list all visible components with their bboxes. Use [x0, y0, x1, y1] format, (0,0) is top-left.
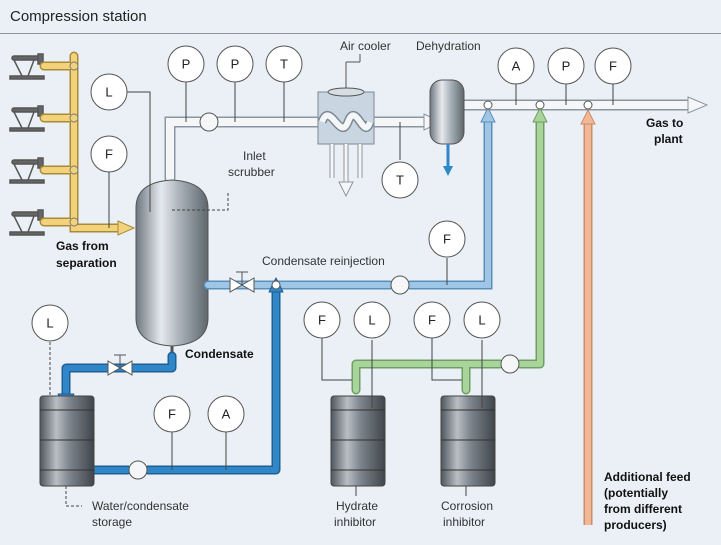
air-cooler — [317, 54, 375, 198]
flow-indicator-corrosion: F — [413, 301, 451, 339]
water-storage-drum — [39, 395, 95, 487]
water-pump-icon — [128, 460, 148, 480]
svg-text:A: A — [222, 407, 231, 422]
flow-indicator-outlet: F — [594, 47, 632, 85]
reinjection-valve-icon — [229, 271, 255, 293]
storage-drums — [39, 395, 496, 487]
svg-text:A: A — [512, 59, 521, 74]
pumpjack-icons — [9, 53, 45, 236]
corrosion-inhibitor-label-2: inhibitor — [443, 515, 485, 529]
flow-indicator-reinjection: F — [428, 220, 466, 258]
pressure-indicator-1: P — [167, 45, 205, 83]
air-cooler-label: Air cooler — [340, 39, 391, 53]
pumpjack-icon — [9, 209, 45, 236]
pressure-indicator-outlet: P — [547, 47, 585, 85]
svg-text:P: P — [562, 59, 571, 74]
pump-icons — [128, 112, 520, 480]
level-indicator-corrosion: L — [463, 301, 501, 339]
svg-text:F: F — [428, 313, 436, 328]
gas-from-separation-label-2: separation — [56, 256, 117, 270]
inhibitor-pump-icon — [500, 354, 520, 374]
title-divider — [0, 33, 721, 34]
additional-feed-label-2: (potentially — [604, 486, 668, 500]
pumpjack-icon — [9, 105, 45, 132]
flow-indicator-inlet: F — [90, 135, 128, 173]
inlet-scrubber-label-1: Inlet — [243, 149, 266, 163]
svg-text:F: F — [443, 232, 451, 247]
valve-icons — [107, 271, 255, 376]
svg-text:F: F — [318, 313, 326, 328]
svg-text:P: P — [182, 57, 191, 72]
svg-text:L: L — [478, 313, 485, 328]
reinjection-pump-icon — [390, 275, 410, 295]
svg-text:F: F — [105, 147, 113, 162]
instrument-balloons: L F P P T T A P F F L F A F L F L — [31, 45, 632, 433]
dehydration-vessel — [429, 79, 465, 176]
condensate-reinjection-label: Condensate reinjection — [262, 254, 385, 268]
level-indicator-storage: L — [31, 304, 69, 342]
flow-indicator-storage: F — [153, 395, 191, 433]
temperature-indicator-cooler: T — [381, 161, 419, 199]
analyzer-outlet: A — [497, 47, 535, 85]
separation-gas-pipes — [39, 51, 136, 236]
svg-text:T: T — [396, 173, 404, 188]
svg-text:F: F — [609, 59, 617, 74]
diagram-labels: Air cooler Dehydration Gas to plant Inle… — [56, 39, 691, 532]
pressure-indicator-2: P — [216, 45, 254, 83]
analyzer-storage: A — [207, 395, 245, 433]
condensate-label: Condensate — [185, 347, 254, 361]
svg-text:L: L — [46, 316, 53, 331]
flow-indicator-hydrate: F — [303, 301, 341, 339]
gas-from-separation-label-1: Gas from — [56, 239, 109, 253]
pumpjack-icon — [9, 53, 45, 80]
gas-to-plant-label-1: Gas to — [646, 116, 683, 130]
storage-label-2: storage — [92, 515, 132, 529]
gas-compressor-icon — [199, 112, 219, 132]
additional-feed-label-3: from different — [604, 502, 682, 516]
level-indicator-scrubber: L — [90, 73, 128, 111]
drain-valve-icon — [107, 354, 133, 376]
temperature-indicator-inlet: T — [265, 45, 303, 83]
svg-text:T: T — [280, 57, 288, 72]
inlet-scrubber-label-2: scrubber — [228, 165, 275, 179]
storage-label-1: Water/condensate — [92, 499, 189, 513]
svg-text:F: F — [168, 407, 176, 422]
inhibitor-pipes — [351, 107, 548, 395]
additional-feed-label-4: producers) — [604, 518, 667, 532]
svg-text:L: L — [368, 313, 375, 328]
gas-to-plant-label-2: plant — [654, 132, 683, 146]
additional-feed-pipe — [580, 108, 596, 525]
instrument-leads — [49, 82, 614, 507]
dehydration-label: Dehydration — [416, 39, 481, 53]
additional-feed-label-1: Additional feed — [604, 470, 691, 484]
corrosion-inhibitor-drum — [440, 395, 496, 487]
hydrate-inhibitor-drum — [330, 395, 386, 487]
svg-text:P: P — [231, 57, 240, 72]
pumpjack-icon — [9, 157, 45, 184]
tie-in-markers — [271, 100, 593, 290]
level-indicator-hydrate: L — [353, 301, 391, 339]
svg-text:L: L — [105, 85, 112, 100]
inlet-scrubber — [135, 179, 209, 356]
page-title: Compression station — [10, 8, 147, 25]
hydrate-inhibitor-label-2: inhibitor — [334, 515, 376, 529]
hydrate-inhibitor-label-1: Hydrate — [336, 499, 378, 513]
corrosion-inhibitor-label-1: Corrosion — [441, 499, 493, 513]
